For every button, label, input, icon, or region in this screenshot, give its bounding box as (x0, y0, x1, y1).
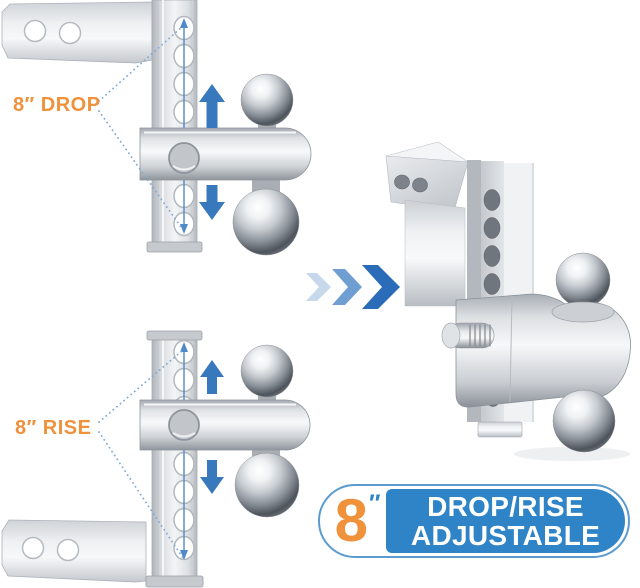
measurement-line (180, 342, 188, 560)
hitch-pin (441, 322, 495, 349)
ball-mount-clamp (455, 293, 631, 408)
chevron-3 (362, 265, 400, 309)
down-arrow-icon (200, 460, 224, 494)
badge-line2: ADJUSTABLE (410, 520, 601, 551)
bar-end-cap (146, 330, 203, 341)
rise-label: 8″ RISE (15, 417, 92, 439)
badge-line1: DROP/RISE (427, 490, 584, 522)
pin-hole (168, 142, 200, 174)
hitch-drop-figure (1, 0, 312, 256)
pin-threads (469, 324, 491, 347)
label-pointer-lines (98, 25, 184, 231)
ball-seat-rim (551, 301, 615, 323)
shank-arm (1, 519, 147, 583)
ball-mount-clamp (139, 399, 311, 451)
chevron-1 (306, 273, 331, 301)
badge-size-unit: ″ (368, 490, 381, 517)
small-hitch-ball (555, 252, 611, 308)
bar-end-cap (477, 421, 523, 438)
channel-bar (146, 0, 203, 253)
product-photo-figure (385, 141, 631, 461)
hitch-rise-figure (1, 330, 311, 588)
shank-hole (58, 21, 82, 45)
ball-mount-clamp (139, 127, 312, 181)
shank-hole (394, 174, 410, 190)
shank-hole (21, 536, 45, 560)
shank-hole (56, 538, 80, 562)
size-badge: 8″ DROP/RISE ADJUSTABLE (318, 484, 630, 558)
receiver-shank (385, 141, 469, 212)
shank-hole (23, 19, 47, 43)
ground-shadow (514, 447, 630, 461)
shank-arm (1, 1, 153, 64)
shank-hole (412, 177, 428, 193)
large-hitch-ball (552, 389, 616, 453)
bar-end-cap (145, 575, 204, 588)
drop-label: 8″ DROP (13, 94, 101, 116)
badge-size-number: 8 (334, 487, 368, 554)
measurement-line (180, 18, 188, 234)
pin-hole (168, 409, 200, 441)
small-hitch-ball (240, 73, 294, 130)
transition-chevrons-icon (306, 265, 400, 309)
small-hitch-ball (240, 344, 294, 402)
badge-size: 8″ (326, 486, 388, 556)
up-arrow-icon (199, 84, 225, 128)
large-hitch-ball (234, 446, 300, 518)
chevron-2 (332, 269, 362, 305)
bar-end-cap (146, 241, 203, 253)
drop-bar-face (404, 199, 466, 307)
label-pointer-lines (98, 349, 184, 559)
down-arrow-icon (199, 185, 225, 220)
badge-text-panel: DROP/RISE ADJUSTABLE (386, 489, 625, 553)
large-hitch-ball (232, 176, 300, 256)
up-arrow-icon (200, 360, 224, 394)
